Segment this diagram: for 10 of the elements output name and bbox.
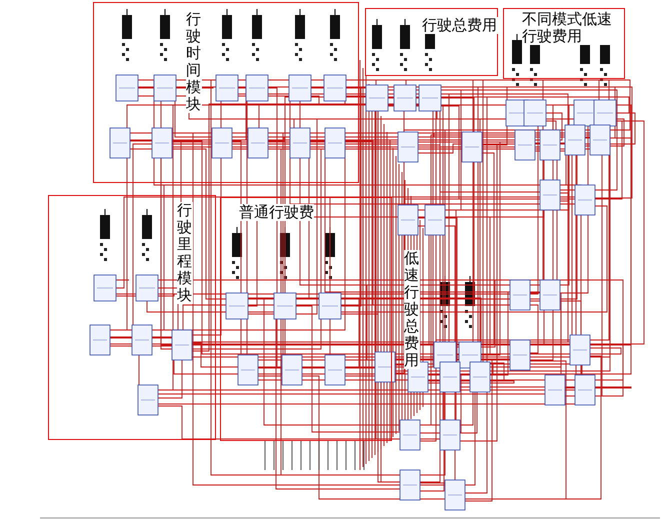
module-title: 行驶里程模块 (177, 202, 193, 304)
module-title: 行驶时间模块 (186, 11, 202, 113)
module-frame (365, 8, 498, 76)
module-title: 行驶总费用 (422, 17, 498, 34)
annotation-label: 低速行驶总费用 (404, 250, 420, 369)
module-frame (503, 8, 625, 79)
module-title: 普通行驶费 (239, 204, 314, 221)
module-frame (93, 2, 359, 183)
module-frame (220, 197, 392, 441)
module-frame (48, 195, 216, 440)
